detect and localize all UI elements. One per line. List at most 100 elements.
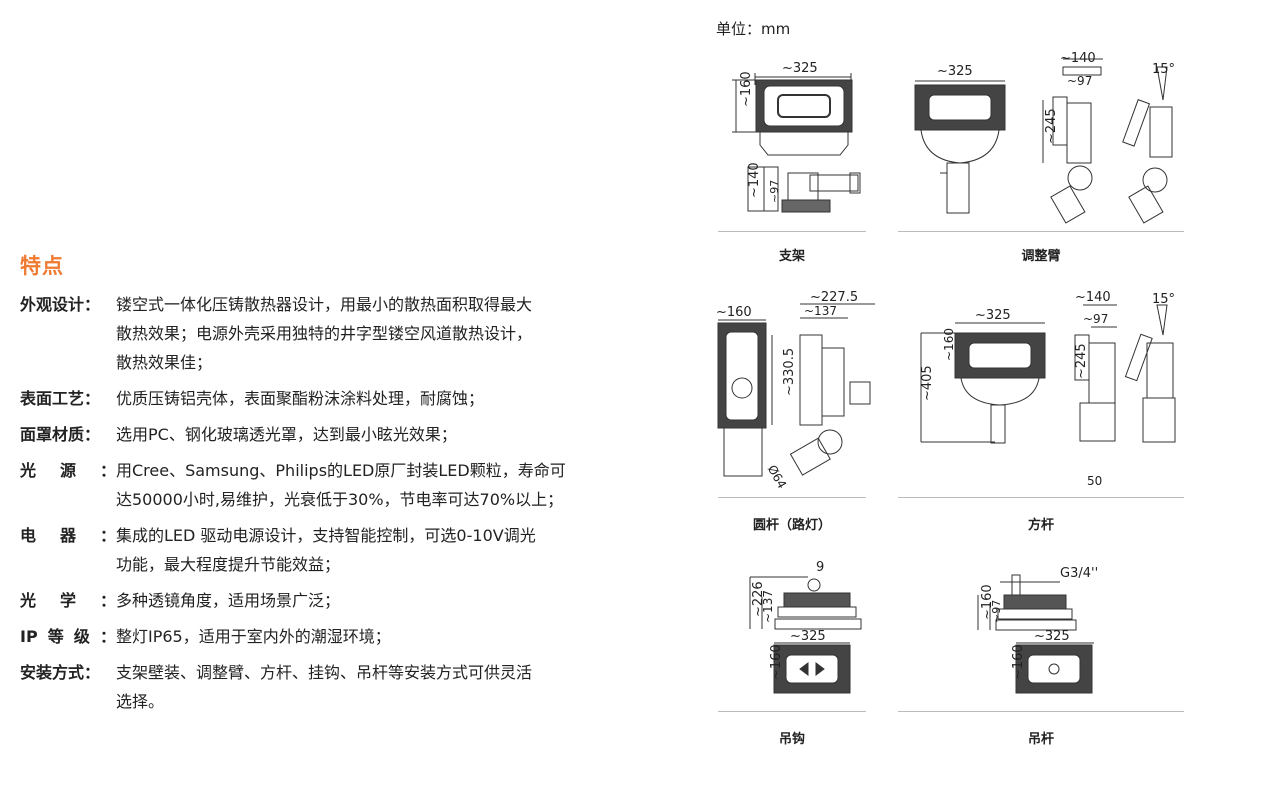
dim-label: ~325 [782,61,818,76]
caption-pendant-rod: 吊杆 [1027,732,1054,747]
dim-label: ~97 [1083,312,1108,326]
dim-label: ~160 [1011,644,1026,680]
dim-label: ~160 [716,305,752,320]
feature-label-part: 器 [59,526,76,545]
dim-label: ~137 [804,304,837,318]
feature-label-part: 源 [59,461,76,480]
dim-label: ~325 [975,308,1011,323]
dim-label: ~140 [1060,51,1096,66]
feature-label-colon: ： [99,591,116,610]
feature-text-line: 集成的LED 驱动电源设计，支持智能控制，可选0-10V调光 [116,526,536,545]
feature-row: 外观设计：镂空式一体化压铸散热器设计，用最小的散热面积取得最大散热效果；电源外壳… [20,290,640,377]
feature-row: 面罩材质：选用PC、钢化玻璃透光罩，达到最小眩光效果； [20,420,640,449]
feature-label-part: 安装方式 [20,663,85,682]
dim-label: 50 [1087,474,1102,488]
feature-text: 优质压铸铝壳体，表面聚酯粉沫涂料处理，耐腐蚀； [116,384,640,413]
dim-label: ~245 [1074,343,1089,379]
dim-label: ~330.5 [782,348,797,396]
feature-text: 用Cree、Samsung、Philips的LED原厂封装LED颗粒，寿命可达5… [116,456,640,514]
dim-label: ~160 [980,584,995,620]
feature-text-line: 优质压铸铝壳体，表面聚酯粉沫涂料处理，耐腐蚀； [116,389,485,408]
features-list: 外观设计：镂空式一体化压铸散热器设计，用最小的散热面积取得最大散热效果；电源外壳… [20,290,640,716]
feature-label-colon: ： [99,461,116,480]
feature-text-line: 用Cree、Samsung、Philips的LED原厂封装LED颗粒，寿命可 [116,461,566,480]
dim-label: 9 [816,560,824,575]
feature-row: 安装方式：支架壁装、调整臂、方杆、挂钩、吊杆等安装方式可供灵活选择。 [20,658,640,716]
divider [718,497,866,498]
feature-label: 电 器 ： [20,521,116,579]
feature-label: 面罩材质： [20,420,116,449]
feature-text-line: 支架壁装、调整臂、方杆、挂钩、吊杆等安装方式可供灵活 [116,663,533,682]
dim-label: Ø64 [765,463,789,490]
caption-adjustable-arm: 调整臂 [1021,249,1061,264]
feature-text-line: 选择。 [116,692,165,711]
feature-label-part: 表面工艺 [20,389,85,408]
feature-label-part: 级 [73,627,90,646]
feature-text: 多种透镜角度，适用场景广泛； [116,586,640,615]
feature-label: 表面工艺： [20,384,116,413]
features-title: 特点 [20,254,64,278]
dim-label: ~325 [1034,629,1070,644]
feature-text-line: 散热效果佳； [116,353,213,372]
caption-hook: 吊钩 [778,732,805,747]
feature-label-part: IP [20,627,38,646]
caption-round-pole: 圆杆（路灯） [752,518,831,533]
feature-text-line: 达50000小时,易维护，光衰低于30%，节电率可达70%以上； [116,490,564,509]
square-pole-drawing: ~325 ~160 ~405 ~140 ~97 ~245 15° 50 [920,290,1176,488]
feature-text: 镂空式一体化压铸散热器设计，用最小的散热面积取得最大散热效果；电源外壳采用独特的… [116,290,640,377]
dim-label: 15° [1152,62,1175,77]
dim-label: ~160 [739,71,754,107]
dim-label: ~140 [747,162,762,198]
feature-text: 选用PC、钢化玻璃透光罩，达到最小眩光效果； [116,420,640,449]
feature-row: 电 器 ：集成的LED 驱动电源设计，支持智能控制，可选0-10V调光功能，最大程度… [20,521,640,579]
feature-row: 表面工艺：优质压铸铝壳体，表面聚酯粉沫涂料处理，耐腐蚀； [20,384,640,413]
features-section: 特点 外观设计：镂空式一体化压铸散热器设计，用最小的散热面积取得最大散热效果；电… [20,250,640,723]
divider [898,231,1184,232]
feature-text-line: 整灯IP65，适用于室内外的潮湿环境； [116,627,391,646]
feature-row: 光 源 ：用Cree、Samsung、Philips的LED原厂封装LED颗粒，寿命… [20,456,640,514]
dim-label: ~160 [769,644,784,680]
feature-label-colon: ： [84,389,101,408]
caption-square-pole: 方杆 [1027,518,1054,533]
dim-label: G3/4'' [1060,566,1098,581]
feature-label-colon: ： [99,526,116,545]
feature-text-line: 功能，最大程度提升节能效益； [116,555,341,574]
dim-label: ~226 [751,581,766,617]
feature-label: 外观设计： [20,290,116,377]
feature-label-part: 学 [59,591,76,610]
feature-text-line: 镂空式一体化压铸散热器设计，用最小的散热面积取得最大 [116,295,533,314]
dim-label: ~160 [942,328,956,361]
dim-label: ~97 [990,600,1003,623]
feature-label: 光 源 ： [20,456,116,514]
feature-text: 集成的LED 驱动电源设计，支持智能控制，可选0-10V调光功能，最大程度提升节… [116,521,640,579]
feature-text-line: 多种透镜角度，适用场景广泛； [116,591,341,610]
feature-text-line: 散热效果；电源外壳采用独特的井字型镂空风道散热设计， [116,324,533,343]
feature-label-colon: ： [84,295,101,314]
dim-label: ~325 [937,64,973,79]
round-pole-drawing: ~160 ~227.5 ~137 ~330.5 Ø64 [716,290,875,490]
feature-label-part: 光 [20,591,37,610]
dim-label: ~245 [1044,108,1059,144]
dim-label: ~405 [920,365,935,401]
dim-label: ~325 [790,629,826,644]
dim-label: ~97 [1067,74,1092,88]
feature-label-colon: ： [84,663,101,682]
dim-label: 15° [1152,292,1175,307]
feature-label-colon: ： [99,627,116,646]
feature-label-part: 电 [20,526,37,545]
feature-text-line: 选用PC、钢化玻璃透光罩，达到最小眩光效果； [116,425,457,444]
feature-label: 安装方式： [20,658,116,716]
divider [898,711,1184,712]
dim-label: ~140 [1075,290,1111,305]
feature-text: 整灯IP65，适用于室内外的潮湿环境； [116,622,640,651]
unit-label: 单位：mm [716,20,791,38]
dim-label: ~137 [761,590,775,623]
feature-label-part: 光 [20,461,37,480]
pendant-rod-drawing: G3/4'' ~160 ~97 ~325 ~160 [977,566,1098,694]
caption-bracket: 支架 [778,249,805,264]
bracket-mount-drawing: ~325 ~160 ~140 ~97 [732,61,861,213]
feature-label-part: 外观设计 [20,295,85,314]
feature-label: 光 学 ： [20,586,116,615]
